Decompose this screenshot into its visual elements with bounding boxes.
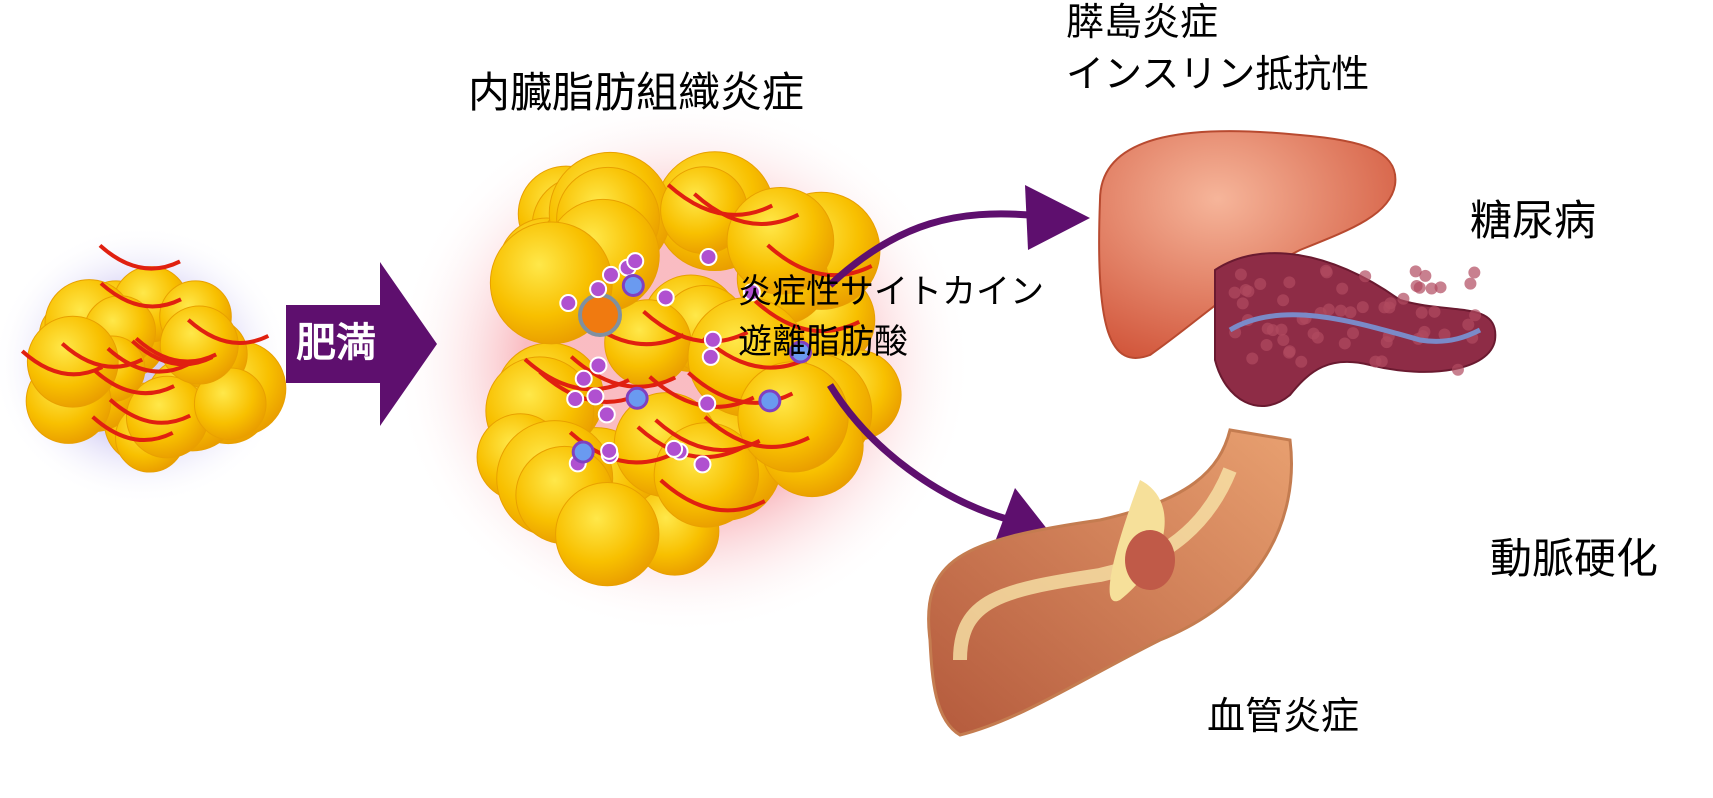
pancreas-illustration — [1215, 253, 1495, 406]
macrophage — [627, 253, 643, 269]
lymphocyte — [623, 275, 643, 295]
macrophage — [590, 281, 606, 297]
pancreas-lobule — [1277, 334, 1289, 346]
pancreas-lobule — [1323, 304, 1335, 316]
macrophage — [560, 295, 576, 311]
pancreas-lobule — [1416, 307, 1428, 319]
macrophage — [694, 456, 710, 472]
pancreas-lobule — [1376, 355, 1388, 367]
islet-inflammation-label: 膵島炎症 — [1066, 0, 1218, 46]
macrophage — [601, 443, 617, 459]
cytokines-label: 炎症性サイトカイン — [738, 272, 1044, 313]
pancreas-lobule — [1378, 301, 1390, 313]
pancreas-lobule — [1357, 301, 1369, 313]
macrophage — [590, 357, 606, 373]
atherosclerosis-label: 動脈硬化 — [1490, 534, 1658, 584]
pancreas-lobule — [1410, 265, 1422, 277]
pancreas-lobule — [1237, 297, 1249, 309]
obesity-label: 肥満 — [296, 310, 376, 368]
pancreas-lobule — [1336, 283, 1348, 295]
pancreas-lobule — [1262, 323, 1274, 335]
pancreas-lobule — [1321, 266, 1333, 278]
macrophage — [587, 388, 603, 404]
macrophage — [567, 391, 583, 407]
adipocyte — [27, 316, 118, 407]
pancreas-lobule — [1468, 267, 1480, 279]
pancreas-lobule — [1418, 326, 1430, 338]
pancreas-lobule — [1276, 324, 1288, 336]
pancreas-lobule — [1246, 352, 1258, 364]
diabetes-label: 糖尿病 — [1470, 196, 1596, 246]
lymphocyte — [627, 388, 647, 408]
pancreas-lobule — [1254, 278, 1266, 290]
pancreas-lobule — [1283, 276, 1295, 288]
pancreas-lobule — [1283, 347, 1295, 359]
pancreas-lobule — [1429, 306, 1441, 318]
adipocyte — [738, 362, 848, 472]
macrophage — [576, 371, 592, 387]
pancreas-lobule — [1359, 270, 1371, 282]
pancreas-lobule — [1261, 339, 1273, 351]
pancreas-lobule — [1335, 305, 1347, 317]
macrophage — [658, 289, 674, 305]
pancreas-lobule — [1426, 283, 1438, 295]
pancreas-lobule — [1235, 269, 1247, 281]
visceral-inflammation-title: 内臓脂肪組織炎症 — [468, 68, 804, 118]
blood-vessel-illustration — [929, 430, 1292, 735]
pancreas-lobule — [1452, 364, 1464, 376]
free-fatty-acids-label: 遊離脂肪酸 — [738, 322, 908, 363]
pancreas-lobule — [1464, 278, 1476, 290]
insulin-resistance-label: インスリン抵抗性 — [1066, 52, 1369, 98]
macrophage — [705, 332, 721, 348]
pancreas-lobule — [1277, 294, 1289, 306]
pancreas-lobule — [1240, 284, 1252, 296]
vascular-inflammation-label: 血管炎症 — [1207, 694, 1359, 740]
macrophage — [699, 396, 715, 412]
macrophage — [603, 267, 619, 283]
pancreas-lobule — [1397, 293, 1409, 305]
pancreas-lobule — [1339, 337, 1351, 349]
macrophage — [703, 349, 719, 365]
adipocyte — [556, 482, 659, 585]
pancreas-lobule — [1229, 287, 1241, 299]
pancreas-lobule — [1295, 356, 1307, 368]
pancreas-lobule — [1469, 309, 1481, 321]
pancreas-lobule — [1312, 332, 1324, 344]
lymphocyte — [760, 391, 780, 411]
pancreas-lobule — [1347, 327, 1359, 339]
macrophage — [666, 441, 682, 457]
arrow-to-liver-head — [1025, 185, 1090, 250]
lymphocyte — [573, 442, 593, 462]
pancreas-lobule — [1414, 282, 1426, 294]
macrophage — [599, 406, 615, 422]
foam-cell — [580, 295, 620, 335]
macrophage — [700, 249, 716, 265]
